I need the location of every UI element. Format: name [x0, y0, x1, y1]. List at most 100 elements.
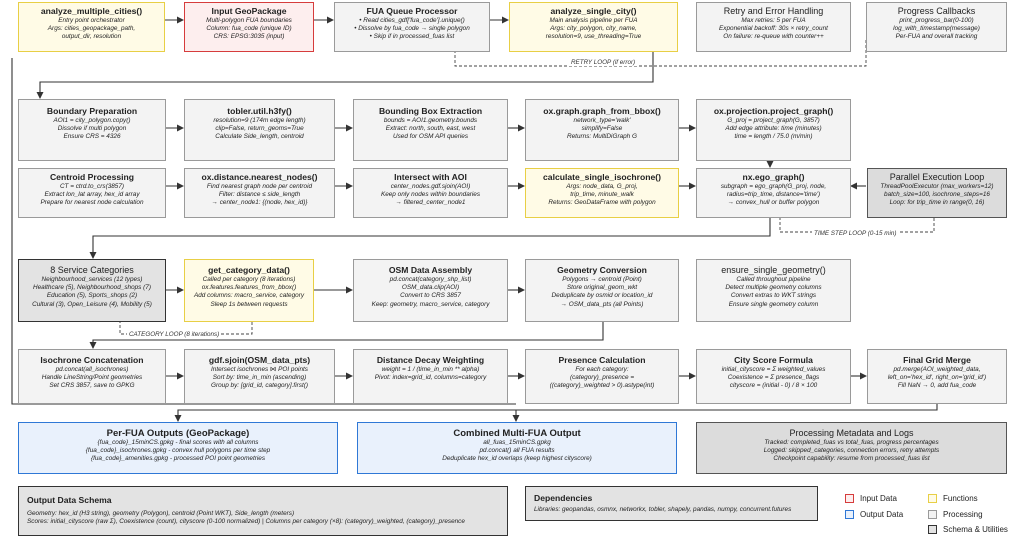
node-title: Parallel Execution Loop: [889, 172, 985, 182]
node-line: Polygons → centroid (Point): [562, 276, 642, 283]
output-data-schema-node[interactable]: Output Data Schema Geometry: hex_id (H3 …: [18, 486, 508, 536]
node-title: Presence Calculation: [558, 355, 646, 365]
node-line: Fill NaN → 0, add fua_code: [897, 382, 977, 390]
geometry-conversion-node[interactable]: Geometry Conversion Polygons → centroid …: [525, 259, 679, 322]
final-grid-merge-node[interactable]: Final Grid Merge pd.merge(AOI_weighted_d…: [867, 349, 1007, 404]
project-graph-node[interactable]: ox.projection.project_graph() G_proj = p…: [696, 99, 851, 161]
node-line: Find nearest graph node per centroid: [206, 183, 313, 190]
node-line: • Read cities_gdf['fua_code'].unique(): [359, 17, 465, 24]
node-line: {fua_code}_amenities.gpkg - processed PO…: [90, 455, 266, 463]
node-line: Deduplicate by osmid or location_id: [551, 292, 653, 300]
node-line: ThreadPoolExecutor (max_workers=12): [880, 183, 994, 190]
node-line: (category)_presence =: [569, 374, 635, 382]
node-line: ox.features.features_from_bbox(): [201, 284, 297, 292]
service-categories-node[interactable]: 8 Service Categories Neighbourhood_servi…: [18, 259, 166, 322]
node-title: OSM Data Assembly: [388, 265, 473, 275]
node-line: Main analysis pipeline per FUA: [549, 17, 638, 24]
node-title: Geometry Conversion: [557, 265, 647, 275]
get-category-data-node[interactable]: get_category_data() Called per category …: [184, 259, 314, 322]
edge-conv-to-concat: [89, 322, 604, 349]
per-fua-outputs-node[interactable]: Per-FUA Outputs (GeoPackage) {fua_code}_…: [18, 422, 338, 474]
node-line: • Skip if in processed_fuas list: [369, 33, 455, 41]
legend-swatch-functions: [928, 494, 937, 503]
node-line: Extract: north, south, east, west: [385, 125, 476, 133]
tobler-h3fy-node[interactable]: tobler.util.h3fy() resolution=9 (174m ed…: [184, 99, 335, 161]
node-line: pd.concat() all FUA results: [479, 447, 555, 455]
node-line: On failure: re-queue with counter++: [723, 33, 824, 41]
node-line: Exponential backoff: 30s × retry_count: [719, 25, 828, 33]
input-geopackage-node[interactable]: Input GeoPackage Multi-polygon FUA bound…: [184, 2, 314, 52]
node-title: 8 Service Categories: [50, 265, 134, 275]
node-line: clip=False, return_geoms=True: [215, 125, 304, 133]
node-line: Keep only nodes within boundaries: [380, 191, 481, 199]
analyze-single-city-node[interactable]: analyze_single_city() Main analysis pipe…: [509, 2, 678, 52]
edge-single-to-boundary: [36, 52, 654, 99]
node-line: bounds = AOI1.geometry.bounds: [383, 117, 478, 124]
node-line: Geometry: hex_id (H3 string), geometry (…: [27, 510, 295, 517]
node-line: Column: fua_code (unique ID): [206, 25, 292, 33]
retry-error-handling-node[interactable]: Retry and Error Handling Max retries: 5 …: [696, 2, 851, 52]
node-line: Sleep 1s between requests: [210, 300, 288, 308]
ensure-single-geometry-node[interactable]: ensure_single_geometry() Called througho…: [696, 259, 851, 322]
graph-from-bbox-node[interactable]: ox.graph.graph_from_bbox() network_type=…: [525, 99, 679, 161]
isochrone-concatenation-node[interactable]: Isochrone Concatenation pd.concat(all_is…: [18, 349, 166, 404]
node-line: Args: city_polygon, city_name,: [550, 25, 637, 33]
node-line: CT = ctrd.to_crs(3857): [59, 183, 125, 190]
processing-metadata-logs-node[interactable]: Processing Metadata and Logs Tracked: co…: [696, 422, 1007, 474]
osm-data-assembly-node[interactable]: OSM Data Assembly pd.concat(category_shp…: [353, 259, 508, 322]
city-score-formula-node[interactable]: City Score Formula initial_cityscore = Σ…: [696, 349, 851, 404]
nearest-nodes-node[interactable]: ox.distance.nearest_nodes() Find nearest…: [184, 168, 335, 218]
legend-swatch-processing: [928, 510, 937, 519]
node-line: print_progress_bar(0-100): [899, 17, 974, 24]
node-title: analyze_single_city(): [550, 6, 637, 16]
presence-calculation-node[interactable]: Presence Calculation For each category: …: [525, 349, 679, 404]
node-line: cityscore = (initial - 0) / 8 × 100: [729, 382, 818, 390]
node-title: Combined Multi-FUA Output: [453, 428, 581, 439]
node-title: Isochrone Concatenation: [40, 355, 144, 365]
bounding-box-extraction-node[interactable]: Bounding Box Extraction bounds = AOI1.ge…: [353, 99, 508, 161]
node-line: Dissolve if multi polygon: [57, 125, 127, 133]
node-line: Add columns: macro_service, category: [193, 292, 305, 300]
node-line: Per-FUA and overall tracking: [895, 33, 978, 41]
parallel-execution-loop-node[interactable]: Parallel Execution Loop ThreadPoolExecut…: [867, 168, 1007, 218]
node-line: Multi-polygon FUA boundaries: [206, 17, 292, 24]
node-line: Ensure CRS = 4326: [63, 133, 121, 141]
intersect-aoi-node[interactable]: Intersect with AOI center_nodes.gdf.sjoi…: [353, 168, 508, 218]
progress-callbacks-node[interactable]: Progress Callbacks print_progress_bar(0-…: [866, 2, 1007, 52]
edge-merge-to-outputs: [174, 404, 938, 422]
node-line: Sort by: time_in_min (ascending): [212, 374, 307, 382]
legend-swatch-input: [845, 494, 854, 503]
combined-multi-fua-output-node[interactable]: Combined Multi-FUA Output all_fuas_15min…: [357, 422, 677, 474]
node-line: Cultural (3), Open_Leisure (4), Mobility…: [32, 300, 152, 308]
node-line: Used for OSM API queries: [392, 133, 469, 141]
boundary-preparation-node[interactable]: Boundary Preparation AOI1 = city_polygon…: [18, 99, 166, 161]
centroid-processing-node[interactable]: Centroid Processing CT = ctrd.to_crs(385…: [18, 168, 166, 218]
node-line: OSM_data.clip(AOI): [401, 284, 460, 292]
analyze-multiple-cities-node[interactable]: analyze_multiple_cities() Entry point or…: [18, 2, 165, 52]
sjoin-osm-data-node[interactable]: gdf.sjoin(OSM_data_pts) Intersect isochr…: [184, 349, 335, 404]
node-line: Pivot: index=grid_id, columns=category: [374, 374, 487, 382]
node-line: Called throughout pipeline: [736, 276, 811, 283]
node-title: Bounding Box Extraction: [378, 106, 483, 116]
node-line: Intersect isochrones ⋈ POI points: [211, 366, 308, 373]
node-line: {fua_code}_15minCS.gpkg - final scores w…: [97, 439, 259, 446]
node-title: Processing Metadata and Logs: [789, 428, 914, 438]
node-line: {fua_code}_isochrones.gpkg - convex hull…: [85, 447, 271, 455]
node-title: Output Data Schema: [27, 495, 112, 505]
node-line: pd.merge(AOI_weighted_data,: [893, 366, 981, 373]
distance-decay-weighting-node[interactable]: Distance Decay Weighting weight = 1 / (t…: [353, 349, 508, 404]
node-line: output_dir, resolution: [61, 33, 122, 41]
fua-queue-processor-node[interactable]: FUA Queue Processor • Read cities_gdf['f…: [334, 2, 490, 52]
dependencies-node[interactable]: Dependencies Libraries: geopandas, osmnx…: [525, 486, 818, 521]
node-line: Ensure single geometry column: [728, 300, 819, 308]
ego-graph-node[interactable]: nx.ego_graph() subgraph = ego_graph(G_pr…: [696, 168, 851, 218]
node-title: Boundary Preparation: [46, 106, 138, 116]
node-title: nx.ego_graph(): [742, 172, 805, 182]
node-line: Checkpoint capability: resume from proce…: [773, 455, 930, 463]
node-title: Centroid Processing: [49, 172, 135, 182]
edge-ego-to-services: [89, 218, 771, 259]
node-line: Extract lon_lat array, hex_id array: [44, 191, 140, 199]
node-line: Add edge attribute: time (minutes): [725, 125, 822, 133]
calculate-single-isochrone-node[interactable]: calculate_single_isochrone() Args: node_…: [525, 168, 679, 218]
